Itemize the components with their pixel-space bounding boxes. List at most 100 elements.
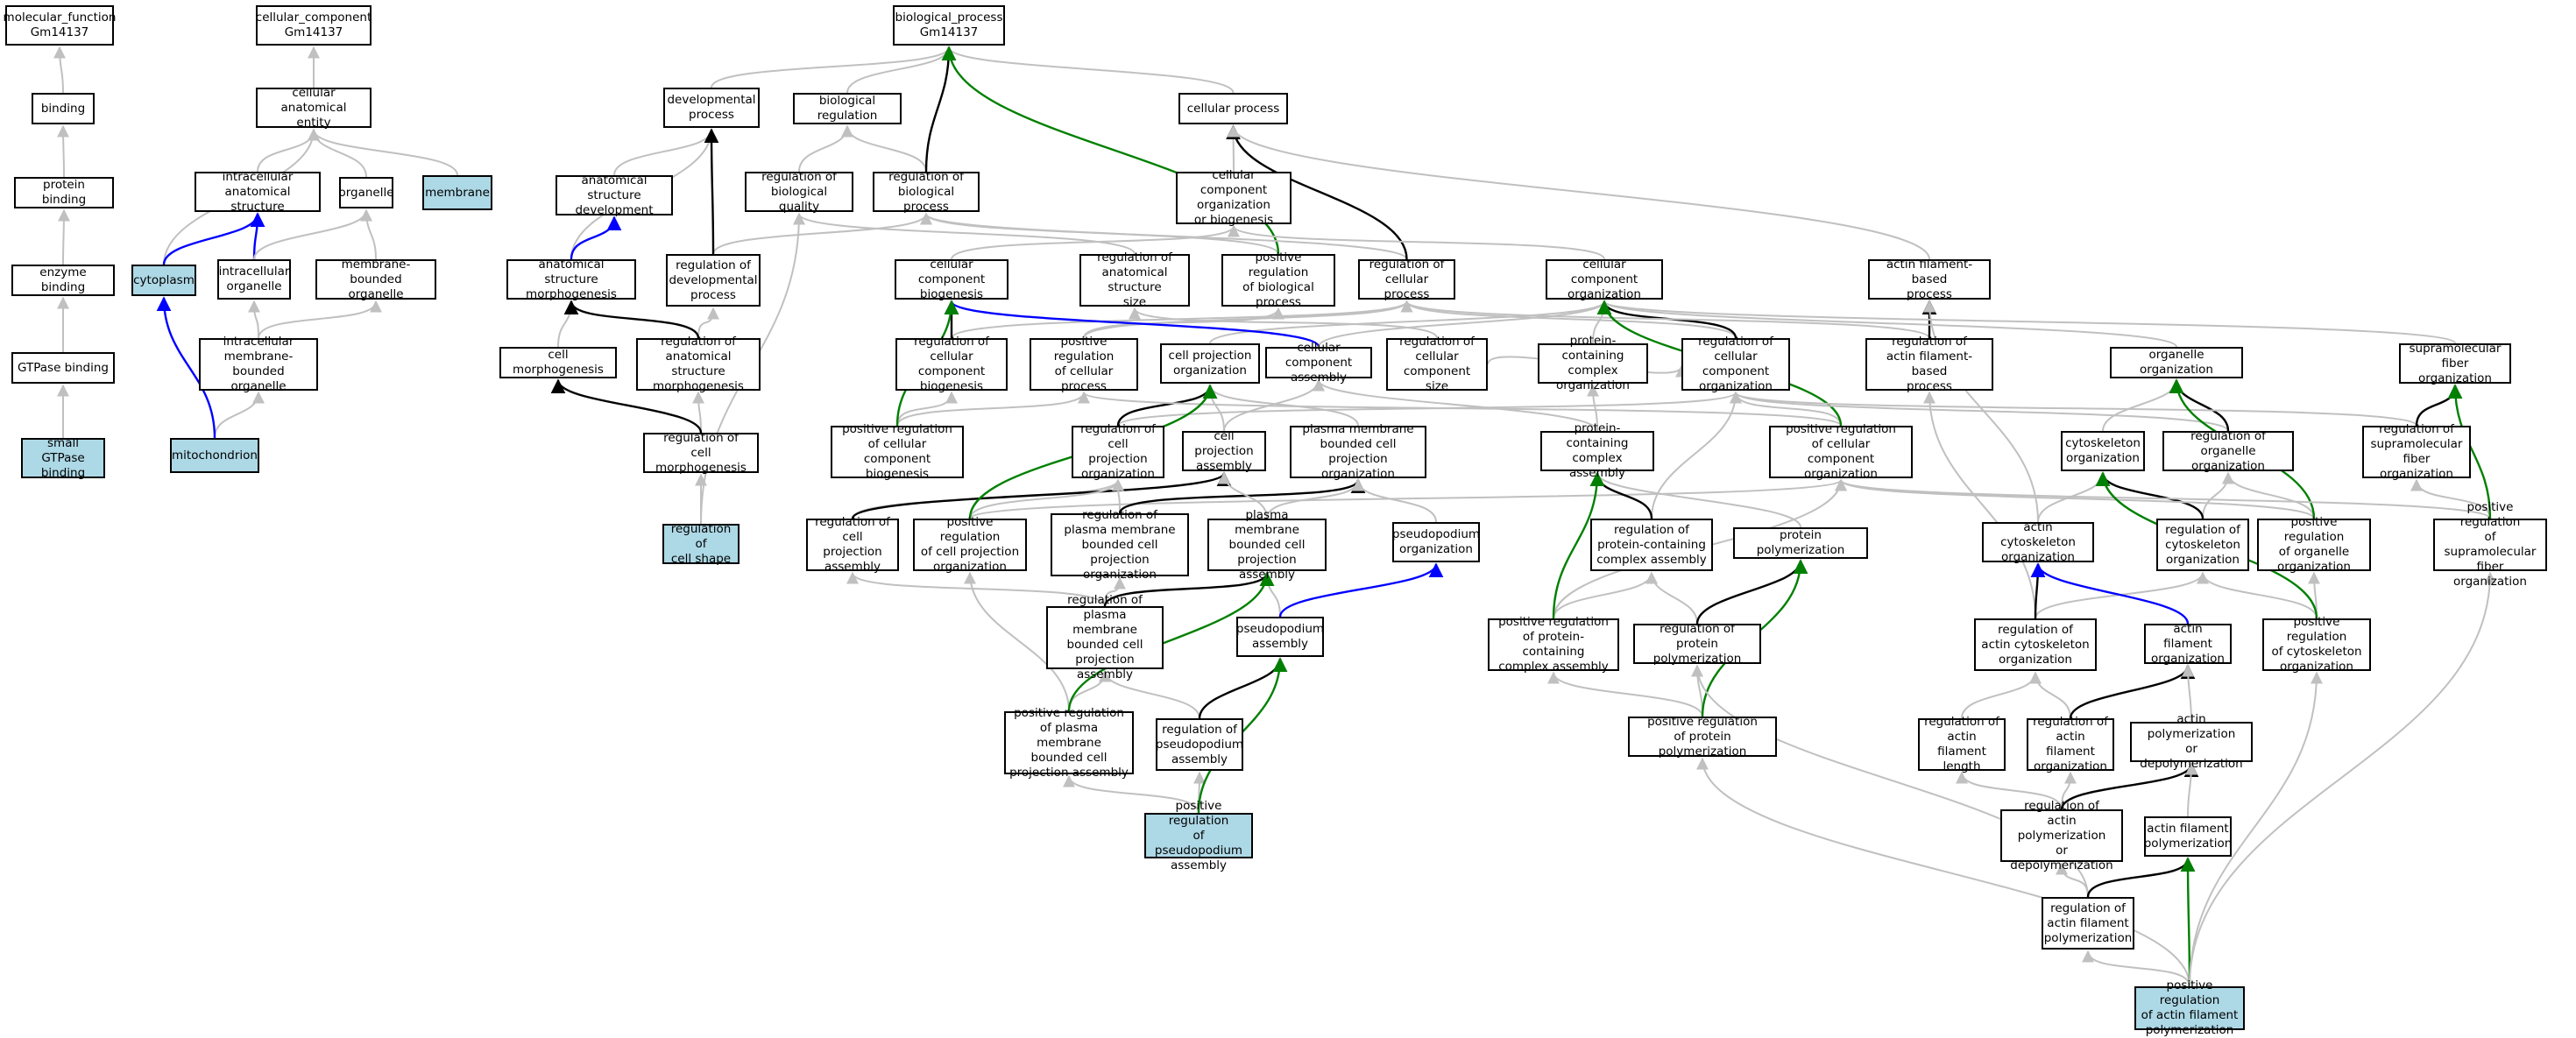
node-pseudoasm[interactable]: pseudopodium assembly	[1236, 617, 1324, 657]
node-posregpcca[interactable]: positive regulation of protein-containin…	[1488, 615, 1619, 674]
node-bioreg[interactable]: biological regulation	[793, 93, 902, 124]
node-acso[interactable]: actin cytoskeleton organization	[1982, 520, 2094, 564]
node-posregoo[interactable]: positive regulation of organelle organiz…	[2257, 515, 2371, 574]
node-posregcpo[interactable]: positive regulation of cell projection o…	[913, 515, 1027, 574]
node-cpo[interactable]: cell projection organization	[1160, 343, 1260, 384]
edge-is_a-afp-apdp	[2184, 762, 2197, 817]
node-regbq[interactable]: regulation of biological quality	[745, 170, 853, 214]
node-regafo[interactable]: regulation of actin filament organizatio…	[2027, 715, 2114, 773]
node-regcpa[interactable]: regulation of cell projection assembly	[806, 515, 899, 574]
node-protbind[interactable]: protein binding	[14, 177, 114, 208]
node-posregbp[interactable]: positive regulation of biological proces…	[1221, 251, 1335, 309]
node-enzbind[interactable]: enzyme binding	[11, 265, 115, 296]
node-posregcso[interactable]: positive regulation of cytoskeleton orga…	[2262, 615, 2371, 674]
node-bp[interactable]: biological_process Gm14137	[893, 5, 1005, 46]
node-regpmbcpo[interactable]: regulation of plasma membrane bounded ce…	[1051, 508, 1189, 582]
node-posregafp[interactable]: positive regulation of actin filament po…	[2134, 978, 2245, 1037]
node-mf[interactable]: molecular_function Gm14137	[4, 5, 116, 46]
edge-is_a-imbo-mbo	[258, 300, 382, 339]
edge-is_a-regpmbcpa-regpmbcpo	[1104, 576, 1126, 607]
node-cpa[interactable]: cell projection assembly	[1182, 429, 1266, 473]
node-regccbio[interactable]: regulation of cellular component biogene…	[895, 335, 1008, 393]
node-regcm[interactable]: regulation of cell morphogenesis	[643, 431, 759, 475]
node-imbo[interactable]: intracellular membrane-bounded organelle	[199, 335, 318, 393]
node-apdp[interactable]: actin polymerization or depolymerization	[2130, 712, 2253, 771]
node-membrane[interactable]: membrane	[422, 175, 492, 210]
node-pmbcpa[interactable]: plasma membrane bounded cell projection …	[1207, 508, 1327, 582]
edge-regulates-regdev-devproc	[704, 128, 719, 255]
node-regcco[interactable]: regulation of cellular component organiz…	[1681, 335, 1790, 393]
node-regpseudoasm[interactable]: regulation of pseudopodium assembly	[1156, 718, 1243, 771]
node-posregccbio[interactable]: positive regulation of cellular componen…	[831, 422, 964, 481]
node-regpcca[interactable]: regulation of protein-containing complex…	[1590, 519, 1713, 571]
node-regacso[interactable]: regulation of actin cytoskeleton organiz…	[1974, 618, 2097, 671]
edge-regulates-regacso-acso	[2030, 562, 2046, 619]
edge-regulates-regcso-cso	[2095, 471, 2204, 519]
node-pmbcpo[interactable]: plasma membrane bounded cell projection …	[1290, 422, 1426, 481]
node-regdev[interactable]: regulation of developmental process	[666, 254, 761, 307]
node-gtpbind[interactable]: GTPase binding	[11, 352, 115, 384]
node-regsmfo[interactable]: regulation of supramolecular fiber organ…	[2362, 422, 2471, 481]
node-ccbio[interactable]: cellular component biogenesis	[895, 258, 1008, 301]
node-afp[interactable]: actin filament polymerization	[2144, 816, 2232, 857]
node-regasm[interactable]: regulation of anatomical structure morph…	[636, 335, 761, 393]
node-regccs[interactable]: regulation of cellular component size	[1386, 335, 1488, 393]
node-organelle[interactable]: organelle	[338, 177, 394, 208]
edge-is_a-regacso-regafbp	[1923, 391, 2036, 619]
node-regpp[interactable]: regulation of protein polymerization	[1633, 622, 1761, 666]
node-pcca[interactable]: protein-containing complex assembly	[1540, 421, 1654, 480]
node-afbp[interactable]: actin filament-based process	[1868, 258, 1991, 301]
node-orgorg[interactable]: organelle organization	[2110, 347, 2243, 378]
edge-regulates-regbp-bp	[924, 46, 957, 173]
node-pcco[interactable]: protein-containing complex organization	[1538, 334, 1648, 392]
node-intorg[interactable]: intracellular organelle	[217, 259, 291, 300]
node-afo[interactable]: actin filament organization	[2144, 622, 2232, 666]
node-posregcco[interactable]: positive regulation of cellular componen…	[1769, 422, 1913, 481]
node-posregpp[interactable]: positive regulation of protein polymeriz…	[1628, 715, 1777, 759]
node-posregcp[interactable]: positive regulation of cellular process	[1030, 335, 1138, 393]
node-regafp[interactable]: regulation of actin filament polymerizat…	[2042, 897, 2134, 950]
node-posregsmfo[interactable]: positive regulation of supramolecular fi…	[2433, 500, 2547, 589]
node-cellproc[interactable]: cellular process	[1178, 93, 1288, 124]
node-protpoly[interactable]: protein polymerization	[1733, 527, 1868, 559]
node-regcp[interactable]: regulation of cellular process	[1358, 258, 1455, 301]
node-posregpmbcpa[interactable]: positive regulation of plasma membrane b…	[1004, 706, 1134, 780]
node-smfo[interactable]: supramolecular fiber organization	[2399, 342, 2511, 385]
node-ias[interactable]: intracellular anatomical structure	[195, 170, 321, 214]
node-regcpo[interactable]: regulation of cell projection organizati…	[1072, 422, 1164, 481]
node-smallgtp[interactable]: small GTPase binding	[21, 436, 105, 480]
node-binding[interactable]: binding	[32, 93, 95, 124]
node-regbp[interactable]: regulation of biological process	[873, 170, 980, 214]
node-regpmbcpa[interactable]: regulation of plasma membrane bounded ce…	[1046, 593, 1164, 681]
node-pseudoorg[interactable]: pseudopodium organization	[1392, 522, 1480, 562]
node-regass[interactable]: regulation of anatomical structure size	[1079, 251, 1190, 309]
node-regcs[interactable]: regulation of cell shape	[662, 522, 740, 566]
node-regcso[interactable]: regulation of cytoskeleton organization	[2156, 519, 2249, 571]
node-ccob[interactable]: cellular component organization or bioge…	[1176, 168, 1292, 227]
node-cso[interactable]: cytoskeleton organization	[2061, 431, 2145, 471]
edge-is_a-ias-cae	[257, 128, 320, 173]
edge-is_a-regpmbcpo-regcpo	[1112, 478, 1125, 514]
edge-is_a-binding-mf	[53, 46, 67, 94]
node-posregpseudoasm[interactable]: positive regulation of pseudopodium asse…	[1144, 799, 1253, 872]
node-mito[interactable]: mitochondrion	[170, 438, 259, 473]
edge-is_a-orgorg-ccorg	[1598, 300, 2177, 348]
node-regafl[interactable]: regulation of actin filament length	[1918, 715, 2006, 773]
node-cae[interactable]: cellular anatomical entity	[256, 86, 372, 130]
edge-is_a-regass-regbq	[793, 212, 1136, 255]
node-asd[interactable]: anatomical structure development	[556, 173, 673, 217]
node-devproc[interactable]: developmental process	[663, 88, 760, 128]
node-regoo[interactable]: regulation of organelle organization	[2162, 429, 2294, 473]
edge-part_of-cca-ccbio	[944, 300, 1320, 348]
node-regafbp[interactable]: regulation of actin filament-based proce…	[1865, 335, 1993, 393]
node-mbo[interactable]: membrane-bounded organelle	[315, 258, 436, 301]
node-ccorg[interactable]: cellular component organization	[1546, 258, 1663, 301]
node-cellmorph[interactable]: cell morphogenesis	[499, 347, 617, 378]
edge-is_a-afbp-cellproc	[1227, 124, 1930, 260]
edge-is_a-regapdp-regafo	[2061, 771, 2077, 810]
node-cytoplasm[interactable]: cytoplasm	[131, 265, 196, 296]
node-cca[interactable]: cellular component assembly	[1265, 341, 1372, 385]
node-regapdp[interactable]: regulation of actin polymerization or de…	[2000, 799, 2123, 872]
node-asm[interactable]: anatomical structure morphogenesis	[506, 258, 636, 301]
node-cc[interactable]: cellular_component Gm14137	[256, 5, 372, 46]
